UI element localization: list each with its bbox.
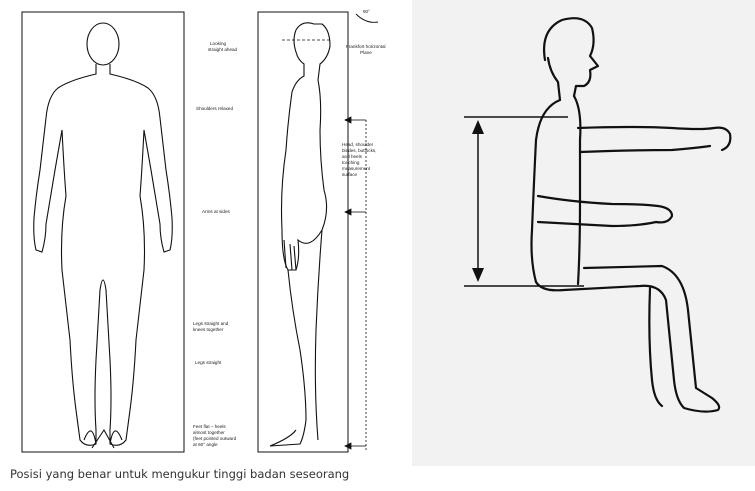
label-looking-straight: Looking straight ahead [208, 41, 238, 52]
left-figure-labels: Looking straight ahead 90° Frankfort hor… [193, 9, 387, 447]
measurement-lines [464, 117, 584, 286]
label-touching: Head, shoulder blades, buttocks, and hee… [342, 142, 378, 177]
label-feet: Feet flat – heels almost together (feet … [193, 424, 237, 447]
figure-caption: Posisi yang benar untuk mengukur tinggi … [10, 467, 410, 481]
label-legs-together: Legs straight and knees together [193, 321, 230, 332]
label-legs-straight: Legs straight [195, 360, 222, 365]
angle-arc [356, 14, 378, 22]
label-frankfort: Frankfort horizontal Plane [346, 44, 387, 55]
standing-height-figure: Looking straight ahead 90° Frankfort hor… [0, 0, 390, 458]
label-arms: Arms at sides [202, 209, 231, 214]
standing-figure-drawing: Looking straight ahead 90° Frankfort hor… [0, 0, 390, 458]
label-shoulders: Shoulders relaxed [196, 106, 233, 111]
arrow-down-head [472, 268, 484, 282]
label-angle: 90° [363, 9, 370, 14]
front-board [22, 12, 184, 452]
front-body-outline [34, 23, 173, 448]
side-board [258, 12, 348, 452]
side-body-outline [270, 23, 330, 446]
sitting-height-figure [412, 0, 755, 466]
arrow-up-head [472, 120, 484, 134]
sitting-body-outline [532, 18, 731, 411]
sitting-figure-drawing [412, 0, 755, 466]
